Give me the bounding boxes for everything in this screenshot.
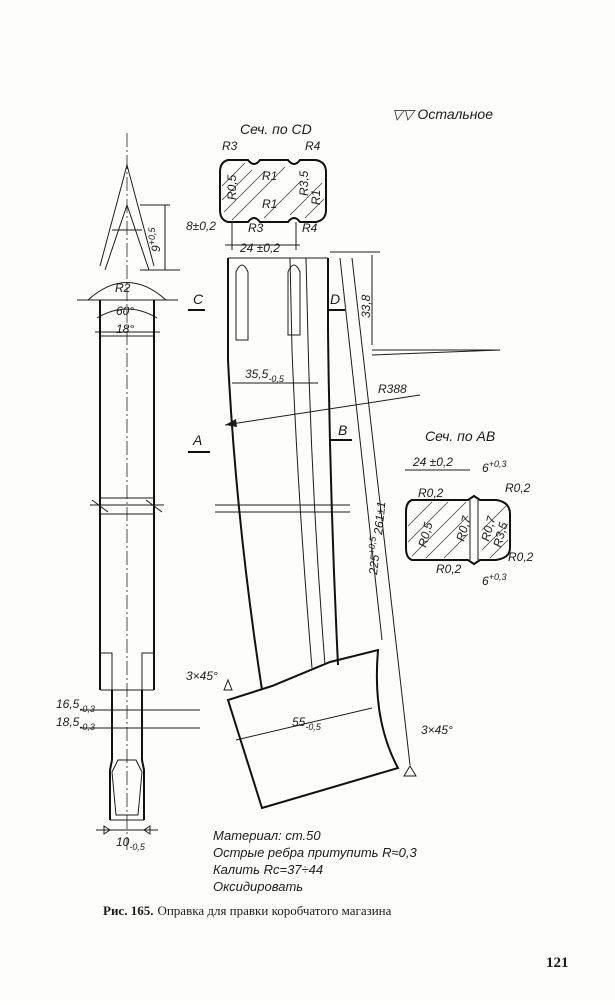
section-ab-profile [405, 494, 511, 566]
label-a: A [192, 432, 202, 448]
svg-text:R1: R1 [309, 190, 323, 205]
note-oxidize: Оксидировать [213, 879, 303, 894]
section-cd-hatching [221, 162, 325, 221]
side-view: R2 60° 18° 9+0,5 16,5-0,3 18,5-0,3 [56, 133, 200, 852]
label-d: D [330, 291, 340, 307]
radius-r388: R388 [378, 382, 407, 396]
tip-radius-label: R2 [115, 281, 131, 295]
surface-finish-note: ▽▽ Остальное [392, 106, 493, 122]
svg-text:R4: R4 [305, 139, 321, 153]
dim-10: 10-0,5 [116, 835, 146, 852]
svg-text:R0,2: R0,2 [505, 481, 531, 495]
dim-18-5: 18,5-0,3 [56, 715, 95, 732]
svg-text:R0,2: R0,2 [508, 550, 534, 564]
tang-end [111, 759, 143, 816]
section-ab-title: Сеч. по AB [425, 428, 495, 444]
svg-text:R1: R1 [262, 169, 277, 183]
chamfer-left: 3×45° [186, 669, 218, 683]
slot-left [235, 264, 249, 341]
angle-60-arc [87, 282, 167, 301]
section-ab-hatching [407, 501, 509, 559]
material-notes: Материал: ст.50 Острые ребра притупить R… [213, 828, 417, 894]
label-c: C [193, 291, 204, 307]
tip-length-dim: 9+0,5 [147, 227, 163, 252]
base-block [226, 648, 400, 810]
curve-right-edge [327, 258, 339, 666]
main-view: C D A B 35,5-0,5 R388 33,8 225+0,5 261±1… [186, 251, 501, 810]
note-edges: Острые ребра притупить R≈0,3 [213, 845, 417, 860]
section-cd-thickness: 8±0,2 [186, 219, 216, 233]
section-cd-width: 24 ±0,2 [239, 241, 280, 255]
label-b: B [338, 422, 347, 438]
section-ab-top-dim: 6+0,3 [482, 459, 506, 475]
chamfer-right: 3×45° [421, 723, 453, 737]
svg-text:R0,5: R0,5 [415, 520, 435, 548]
slot-right [287, 264, 301, 336]
note-material: Материал: ст.50 [213, 828, 321, 843]
dim-33-8: 33,8 [359, 294, 373, 318]
svg-text:R3: R3 [248, 221, 264, 235]
page-number: 121 [546, 955, 569, 971]
svg-text:R3,5: R3,5 [490, 520, 510, 548]
svg-text:R3,5: R3,5 [297, 170, 311, 196]
note-hardening: Калить Rc=37÷44 [213, 862, 323, 877]
angle-18-label: 18° [116, 322, 134, 336]
svg-text:R3: R3 [222, 139, 238, 153]
angle-60-label: 60° [116, 304, 134, 318]
figure-caption: Рис. 165.Оправка для правки коробчатого … [103, 903, 392, 918]
svg-text:R0,7: R0,7 [453, 513, 473, 542]
section-cd-profile [219, 159, 327, 223]
section-ab-width: 24 ±0,2 [412, 455, 453, 469]
svg-text:R0,2: R0,2 [418, 486, 444, 500]
section-cd: Сеч. по CD R3 R4 R0,5 R1 R1 R3,5 R1 R3 R… [186, 121, 327, 255]
dim-16-5: 16,5-0,3 [56, 697, 95, 714]
dim-55: 55-0,5 [292, 715, 322, 732]
angle-18-arc [96, 308, 158, 319]
svg-text:R0,5: R0,5 [225, 174, 239, 200]
section-ab: Сеч. по AB 24 ±0,2 6+0,3 6+0,3 R0,2 R0,2… [405, 428, 534, 588]
section-ab-bottom-dim: 6+0,3 [482, 572, 506, 588]
svg-text:R0,2: R0,2 [436, 562, 462, 576]
curve-left-edge [227, 258, 263, 691]
dim-225: 225+0,5 [364, 535, 384, 576]
dim-35-5: 35,5-0,5 [245, 367, 285, 384]
svg-text:R4: R4 [302, 221, 318, 235]
svg-text:R0,7: R0,7 [478, 513, 498, 542]
section-cd-title: Сеч. по CD [240, 121, 312, 137]
dim-261: 261±1 [371, 501, 389, 537]
svg-text:R1: R1 [262, 197, 277, 211]
tip-outline [99, 163, 155, 267]
